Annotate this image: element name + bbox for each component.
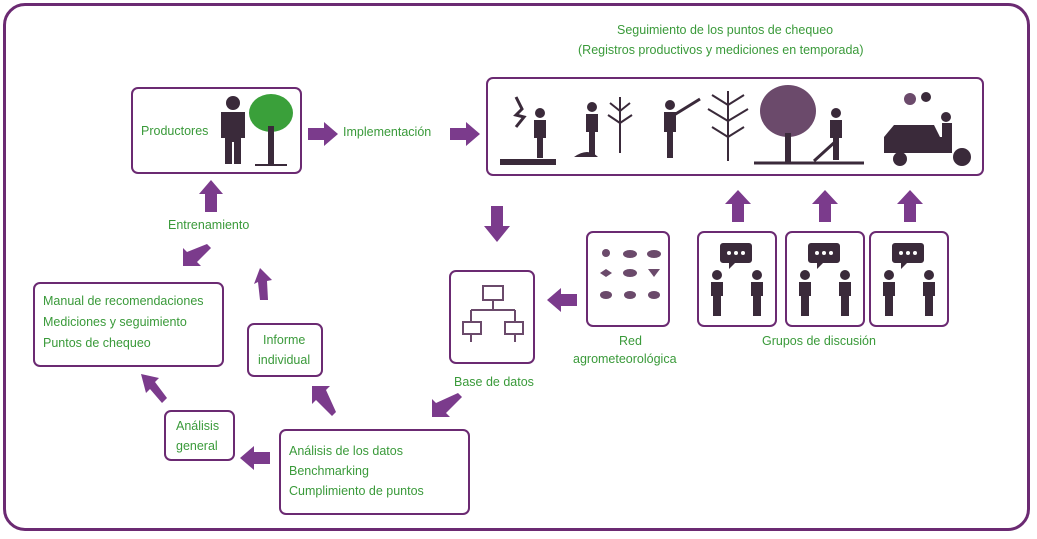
arrow-informe-up (254, 268, 272, 300)
manual-item-2: Mediciones y seguimiento (43, 315, 187, 329)
implementacion-label: Implementación (343, 125, 432, 139)
arrow-up-group-2 (812, 190, 838, 222)
pruning-icon (664, 97, 701, 158)
red-box (586, 231, 670, 327)
red-label-line2: agrometeorológica (573, 352, 677, 366)
arrow-down-to-base (484, 206, 510, 242)
manual-item-3: Puntos de chequeo (43, 336, 151, 350)
arrow-to-implementacion (308, 122, 338, 146)
analisis-datos-item-2: Benchmarking (289, 464, 369, 478)
discussion-group-3 (869, 231, 949, 327)
arrow-to-manual (141, 374, 167, 403)
manual-box: Manual de recomendaciones Mediciones y s… (33, 282, 224, 367)
tree-icon (249, 94, 293, 166)
arrow-manual-up (183, 244, 211, 266)
title-line2: (Registros productivos y mediciones en t… (578, 43, 864, 57)
productores-label: Productores (141, 124, 209, 138)
network-computer-icon (462, 285, 524, 342)
watering-icon (574, 97, 633, 157)
productores-box: Productores (131, 87, 302, 174)
analisis-general-box: Análisis general (164, 410, 235, 461)
seguimiento-box (486, 77, 984, 176)
discussion-group-1 (697, 231, 777, 327)
harvest-icon (754, 85, 864, 165)
blossom-tree-icon (707, 91, 749, 161)
arrow-up-group-3 (897, 190, 923, 222)
analisis-datos-item-1: Análisis de los datos (289, 444, 403, 458)
discussion-group-2 (785, 231, 865, 327)
tractor-icon (884, 92, 971, 166)
discussion-icon (711, 243, 763, 316)
arrow-up-group-1 (725, 190, 751, 222)
arrow-to-seguimiento (450, 122, 480, 146)
discussion-icon (883, 243, 935, 316)
arrow-to-analisis-datos (432, 393, 462, 417)
weather-icons-grid (600, 249, 661, 299)
base-datos-box (449, 270, 535, 364)
person-icon (221, 96, 245, 164)
arrow-to-productores (199, 180, 223, 212)
red-label-line1: Red (619, 334, 642, 348)
arrow-to-informe (312, 386, 336, 416)
grupos-label: Grupos de discusión (762, 334, 876, 348)
manual-item-1: Manual de recomendaciones (43, 294, 204, 308)
analisis-datos-box: Análisis de los datos Benchmarking Cumpl… (279, 429, 470, 515)
entrenamiento-label: Entrenamiento (168, 218, 250, 232)
informe-line1: Informe (263, 333, 306, 347)
base-datos-label: Base de datos (454, 375, 534, 389)
arrow-to-base (547, 288, 577, 312)
title-line1: Seguimiento de los puntos de chequeo (617, 23, 834, 37)
analisis-general-line1: Análisis (176, 419, 220, 433)
informe-line2: individual (258, 353, 311, 367)
arrow-to-analisis-general (240, 446, 270, 470)
planting-icon (500, 96, 556, 165)
analisis-general-line2: general (176, 439, 218, 453)
informe-box: Informe individual (247, 323, 323, 377)
analisis-datos-item-3: Cumplimiento de puntos (289, 484, 424, 498)
diagram-frame (3, 3, 1030, 531)
discussion-icon (799, 243, 851, 316)
